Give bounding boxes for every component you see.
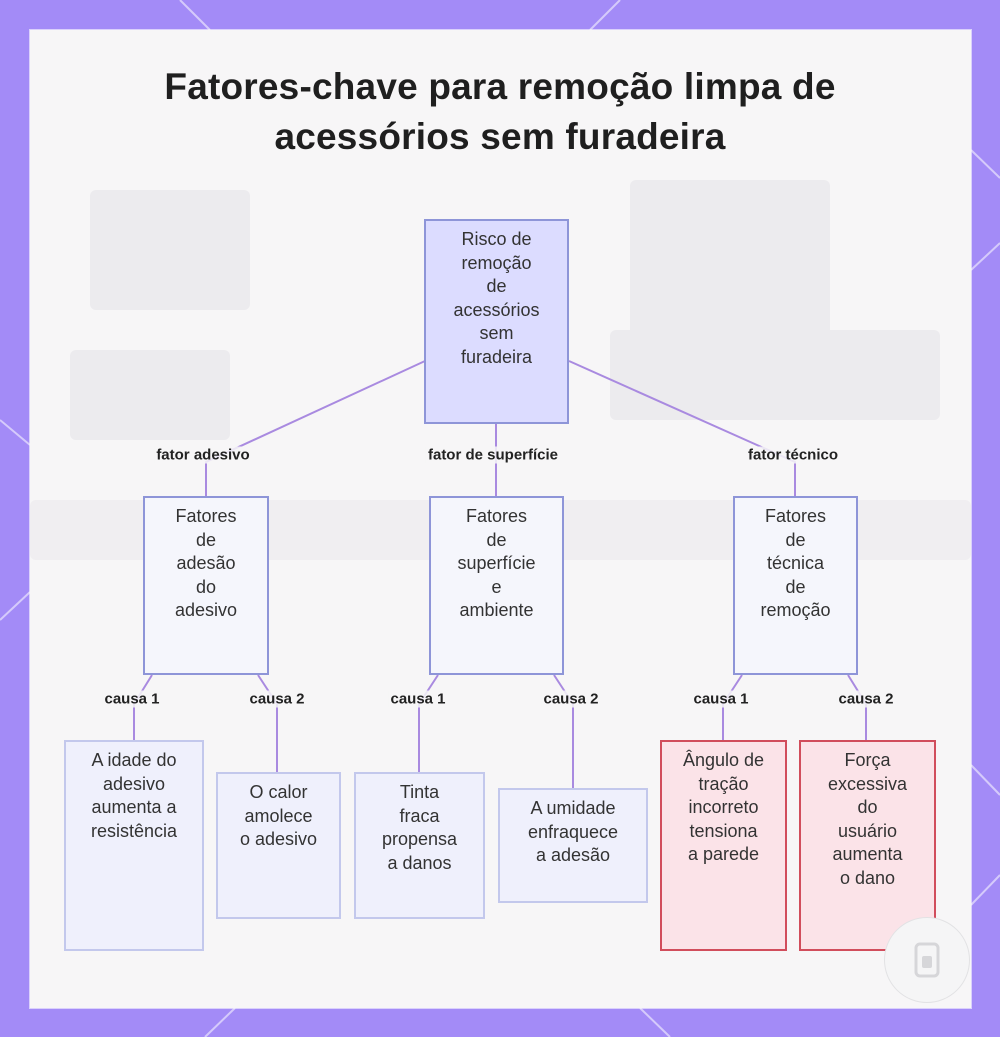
node-text: superfície bbox=[457, 553, 536, 573]
node-text: Força bbox=[844, 750, 891, 770]
node-text: amolece bbox=[244, 805, 313, 826]
node-text: sem bbox=[479, 323, 514, 343]
logo-badge bbox=[884, 917, 970, 1003]
node-technique-factors[interactable]: Fatores de técnica de remoção bbox=[733, 496, 858, 675]
edge-label-cause-1: causa 1 bbox=[388, 690, 448, 708]
edge-label-cause-2: causa 2 bbox=[541, 690, 601, 708]
node-text: propensa bbox=[381, 829, 458, 849]
node-text: de bbox=[486, 529, 507, 550]
node-adhesive-age[interactable]: A idade do adesivo aumenta a resistência bbox=[64, 740, 204, 951]
node-text: furadeira bbox=[460, 346, 533, 367]
node-text: Fatores bbox=[764, 506, 827, 526]
node-text: do bbox=[857, 797, 878, 817]
title-line-1: Fatores-chave para remoção limpa de bbox=[164, 66, 836, 107]
node-text: o adesivo bbox=[239, 829, 318, 849]
node-text: O calor bbox=[249, 782, 308, 802]
node-adhesive-factors[interactable]: Fatores de adesão do adesivo bbox=[143, 496, 269, 675]
logo-mark-icon bbox=[914, 942, 940, 978]
edge-label-technique: fator técnico bbox=[745, 446, 841, 464]
node-text: o dano bbox=[839, 867, 896, 888]
node-text: adesivo bbox=[174, 600, 238, 620]
node-text: Fatores bbox=[175, 506, 237, 526]
node-text: acessórios bbox=[453, 299, 540, 320]
background-blur-shape bbox=[610, 330, 940, 420]
edge-adhesive-age bbox=[133, 674, 153, 740]
title-line-2: acessórios sem furadeira bbox=[274, 116, 726, 157]
node-text: de bbox=[486, 276, 507, 296]
node-text: remoção bbox=[461, 252, 532, 273]
node-text: Fatores bbox=[465, 506, 528, 526]
node-text: adesivo bbox=[102, 773, 166, 794]
edge-technique-angle bbox=[722, 674, 743, 740]
node-text: A idade do bbox=[91, 750, 177, 770]
node-text: tração bbox=[698, 773, 749, 794]
edge-root-technique bbox=[568, 360, 796, 496]
node-surface-factors[interactable]: Fatores de superfície e ambiente bbox=[429, 496, 564, 675]
edge-label-cause-1: causa 1 bbox=[691, 690, 751, 708]
node-text: enfraquece bbox=[527, 821, 619, 842]
edge-label-surface: fator de superfície bbox=[425, 446, 561, 464]
diagram-title: Fatores-chave para remoção limpa de aces… bbox=[0, 62, 1000, 162]
node-text: usuário bbox=[837, 820, 898, 841]
node-text: do bbox=[195, 576, 217, 597]
node-text: tensiona bbox=[689, 820, 758, 841]
node-text: técnica bbox=[766, 553, 825, 573]
node-text: e bbox=[491, 576, 502, 597]
node-text: aumenta a bbox=[91, 797, 177, 817]
node-text: incorreto bbox=[688, 797, 759, 817]
node-text: resistência bbox=[90, 820, 178, 841]
node-text: A umidade bbox=[530, 798, 616, 818]
node-text: de bbox=[785, 576, 806, 597]
node-text: Tinta bbox=[399, 782, 440, 802]
node-root-risk[interactable]: Risco de remoção de acessórios sem furad… bbox=[424, 219, 569, 424]
node-text: ambiente bbox=[459, 600, 534, 620]
edge-root-adhesive bbox=[205, 360, 426, 496]
edge-label-adhesive: fator adesivo bbox=[154, 446, 252, 464]
edge-label-cause-1: causa 1 bbox=[102, 690, 162, 708]
node-weak-paint[interactable]: Tinta fraca propensa a danos bbox=[354, 772, 485, 919]
node-text: aumenta bbox=[832, 844, 903, 864]
node-text: a parede bbox=[687, 844, 760, 864]
node-pull-angle[interactable]: Ângulo de tração incorreto tensiona a pa… bbox=[660, 740, 787, 951]
node-text: adesão bbox=[176, 553, 236, 573]
node-text: a danos bbox=[387, 852, 452, 873]
edge-label-cause-2: causa 2 bbox=[836, 690, 896, 708]
node-text: a adesão bbox=[535, 845, 611, 865]
background-blur-shape bbox=[90, 190, 250, 310]
edge-technique-force bbox=[847, 674, 867, 740]
node-text: Risco de bbox=[461, 229, 532, 249]
node-text: de bbox=[785, 529, 806, 550]
node-heat-softens[interactable]: O calor amolece o adesivo bbox=[216, 772, 341, 919]
node-humidity[interactable]: A umidade enfraquece a adesão bbox=[498, 788, 648, 903]
node-text: fraca bbox=[399, 805, 440, 826]
node-text: de bbox=[195, 529, 217, 550]
node-text: excessiva bbox=[827, 773, 908, 794]
background-blur-shape bbox=[70, 350, 230, 440]
edge-label-cause-2: causa 2 bbox=[247, 690, 307, 708]
node-text: remoção bbox=[760, 600, 831, 620]
node-text: Ângulo de bbox=[682, 750, 765, 770]
background-blur-shape bbox=[630, 180, 830, 340]
node-excessive-force[interactable]: Força excessiva do usuário aumenta o dan… bbox=[799, 740, 936, 951]
